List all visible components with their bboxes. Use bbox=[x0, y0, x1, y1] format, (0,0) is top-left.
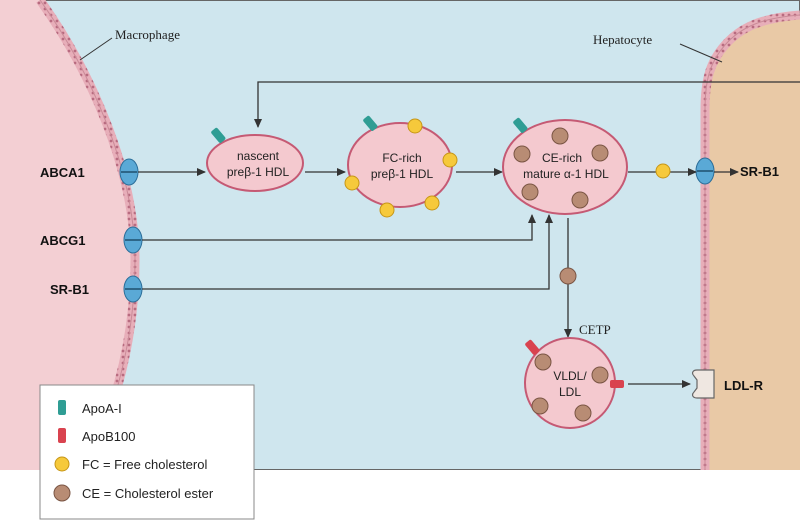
cholesterol-ester-icon bbox=[591, 366, 609, 384]
ldlr-label: LDL-R bbox=[724, 378, 764, 393]
cholesterol-ester-icon bbox=[574, 404, 592, 422]
srb1-hepatocyte-label: SR-B1 bbox=[740, 164, 779, 179]
nascent-line2: preβ-1 HDL bbox=[227, 165, 290, 179]
free-cholesterol-icon bbox=[344, 175, 360, 191]
abcg1-transporter-icon bbox=[123, 226, 143, 254]
srb1-to-cerich-arrow bbox=[142, 214, 553, 290]
nascent-prebeta1-hdl-particle: nascent preβ-1 HDL bbox=[206, 127, 304, 192]
srb1-macrophage-label: SR-B1 bbox=[50, 282, 89, 297]
vldl-line2: LDL bbox=[559, 385, 581, 399]
abca1-label: ABCA1 bbox=[40, 165, 85, 180]
transferred-cholesterol-ester-icon bbox=[559, 267, 577, 285]
ce-rich-line2: mature α-1 HDL bbox=[523, 167, 609, 181]
cholesterol-ester-icon bbox=[534, 353, 552, 371]
free-cholesterol-icon bbox=[407, 118, 423, 134]
cholesterol-ester-icon bbox=[531, 397, 549, 415]
legend: ApoA-I ApoB100 FC = Free cholesterol CE … bbox=[39, 384, 255, 520]
abcg1-label: ABCG1 bbox=[40, 233, 86, 248]
legend-apoa1-icon bbox=[58, 400, 66, 415]
legend-cholesterol-ester-label: CE = Cholesterol ester bbox=[82, 486, 214, 501]
cetp-label: CETP bbox=[579, 322, 611, 337]
hepatocyte-membrane-edge bbox=[704, 14, 800, 470]
legend-free-cholesterol-label: FC = Free cholesterol bbox=[82, 457, 207, 472]
cholesterol-ester-icon bbox=[551, 127, 569, 145]
cholesterol-ester-icon bbox=[571, 191, 589, 209]
legend-apoa1-label: ApoA-I bbox=[82, 401, 122, 416]
legend-cholesterol-ester-icon bbox=[53, 484, 71, 502]
cholesterol-ester-icon bbox=[591, 144, 609, 162]
legend-free-cholesterol-icon bbox=[54, 456, 70, 472]
ce-rich-line1: CE-rich bbox=[542, 151, 582, 165]
free-cholesterol-icon bbox=[442, 152, 458, 168]
apoa1-icon bbox=[513, 117, 528, 133]
vldl-line1: VLDL/ bbox=[553, 369, 587, 383]
legend-apob100-label: ApoB100 bbox=[82, 429, 136, 444]
apob100-icon bbox=[610, 380, 624, 388]
abca1-transporter-icon bbox=[119, 158, 139, 186]
apoa1-icon bbox=[363, 115, 378, 131]
legend-apob100-icon bbox=[58, 428, 66, 443]
cholesterol-ester-icon bbox=[513, 145, 531, 163]
ldl-receptor-icon bbox=[691, 369, 715, 399]
free-cholesterol-icon bbox=[424, 195, 440, 211]
nascent-line1: nascent bbox=[237, 149, 280, 163]
fc-rich-prebeta1-hdl-particle: FC-rich preβ-1 HDL bbox=[344, 115, 458, 218]
abcg1-to-cerich-arrow bbox=[142, 214, 536, 241]
hepatocyte-pointer bbox=[679, 43, 723, 63]
hepatocyte-cell bbox=[705, 15, 800, 470]
srb1-macrophage-transporter-icon bbox=[123, 275, 143, 303]
transferred-free-cholesterol-icon bbox=[655, 163, 671, 179]
srb1-hepatocyte-transporter-icon bbox=[695, 157, 715, 185]
ce-rich-mature-alpha1-hdl-particle: CE-rich mature α-1 HDL bbox=[502, 117, 628, 215]
cholesterol-ester-icon bbox=[521, 183, 539, 201]
macrophage-label: Macrophage bbox=[115, 27, 180, 42]
apoa1-icon bbox=[211, 127, 226, 143]
fc-rich-line2: preβ-1 HDL bbox=[371, 167, 434, 181]
macrophage-pointer bbox=[79, 37, 113, 61]
fc-rich-line1: FC-rich bbox=[382, 151, 421, 165]
hepatocyte-label: Hepatocyte bbox=[593, 32, 652, 47]
return-arrow bbox=[254, 81, 800, 128]
apob100-icon bbox=[525, 339, 540, 355]
vldl-ldl-particle: VLDL/ LDL bbox=[524, 337, 624, 429]
free-cholesterol-icon bbox=[379, 202, 395, 218]
